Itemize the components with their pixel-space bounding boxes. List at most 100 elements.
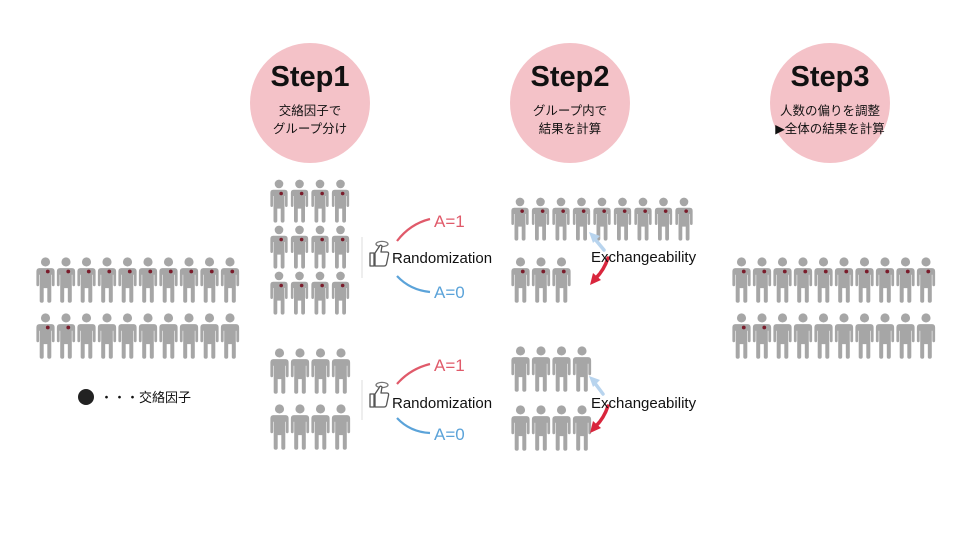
person-icon: [572, 197, 591, 241]
step2: Step2 グループ内で 結果を計算: [510, 43, 630, 163]
arm-label-treated: A=1: [434, 356, 465, 375]
person-icon: [511, 197, 529, 241]
confounder-dot: [299, 237, 304, 242]
arm-curve-treated: [396, 362, 431, 385]
person-icon: [270, 225, 288, 269]
randomization-label: Randomization: [392, 250, 492, 267]
confounder-dot: [762, 325, 767, 330]
confounder-dot: [279, 191, 283, 196]
person-icon: [531, 257, 551, 303]
person-icon: [331, 271, 350, 315]
exchangeability-lower: Exchangeability: [589, 376, 697, 433]
step2-title: Step2: [531, 61, 610, 93]
confounder-dot: [561, 209, 565, 213]
exchangeability-label: Exchangeability: [591, 395, 697, 412]
step2-line2: 結果を計算: [539, 121, 602, 136]
confounder-dot: [823, 269, 828, 274]
confounder-dot: [45, 269, 50, 274]
exchange-arrowhead-dark: [590, 421, 601, 433]
thumbs-up-icon: [369, 244, 390, 267]
confounder-dot: [340, 283, 345, 288]
person-icon: [36, 313, 55, 359]
person-icon: [270, 271, 288, 315]
confounder-dot: [581, 209, 586, 213]
confounder-dot: [66, 325, 71, 330]
step1-line2: グループ分け: [273, 121, 347, 136]
person-icon: [220, 257, 240, 303]
arm-curve-control: [396, 417, 431, 435]
confounder-dot: [926, 269, 931, 274]
person-icon: [552, 197, 570, 241]
confounder-dot: [782, 269, 787, 274]
person-icon: [331, 348, 351, 394]
person-icon: [814, 257, 833, 303]
person-icon: [793, 313, 813, 359]
randomization-label: Randomization: [392, 395, 492, 412]
person-icon: [916, 257, 936, 303]
person-icon: [916, 313, 936, 359]
arm-label-treated: A=1: [434, 212, 465, 231]
person-icon: [97, 257, 117, 303]
person-icon: [814, 313, 833, 359]
person-icon: [834, 257, 854, 303]
person-icon: [179, 257, 199, 303]
legend-text: ・・・交絡因子: [100, 390, 191, 406]
person-icon: [290, 179, 309, 223]
confounder-dot: [299, 191, 304, 196]
person-icon: [270, 348, 289, 394]
person-icon: [311, 179, 329, 223]
person-icon: [331, 404, 351, 450]
upper-control-group: [511, 257, 571, 303]
person-icon: [875, 313, 895, 359]
confounder-dot: [762, 269, 767, 274]
person-icon: [311, 404, 330, 450]
lower-treated-group: [511, 346, 592, 392]
step2-circle: [510, 43, 630, 163]
person-icon: [311, 271, 329, 315]
step3-line1: 人数の偏りを調整: [780, 103, 881, 118]
confounder-dot: [148, 269, 153, 274]
person-icon: [752, 313, 772, 359]
confounder-dot: [741, 325, 746, 330]
step3-title: Step3: [791, 61, 870, 93]
person-icon: [118, 313, 137, 359]
confounder-dot: [540, 209, 545, 213]
person-icon: [311, 225, 329, 269]
step1-circle: [250, 43, 370, 163]
confounder-dot: [189, 269, 194, 274]
confounder-dot: [340, 191, 345, 196]
person-icon: [613, 197, 632, 241]
confounder-dot: [622, 209, 627, 213]
legend: ・・・交絡因子: [78, 389, 191, 406]
stratum-upper-group: [270, 179, 350, 315]
person-icon: [270, 179, 288, 223]
confounder-dot: [643, 209, 647, 213]
arm-curve-treated: [396, 217, 431, 242]
confounder-dot: [844, 269, 849, 274]
person-icon: [896, 257, 915, 303]
randomization-upper: Randomization A=1 A=0: [361, 212, 492, 302]
person-icon: [511, 346, 530, 392]
person-icon: [138, 257, 158, 303]
confounder-dot: [663, 209, 668, 213]
confounder-dot: [602, 209, 606, 213]
person-icon: [159, 257, 178, 303]
step1-title: Step1: [271, 61, 350, 93]
person-icon: [732, 257, 751, 303]
person-icon: [290, 404, 310, 450]
person-icon: [773, 257, 792, 303]
confounder-dot: [561, 269, 566, 274]
person-icon: [552, 257, 571, 303]
confounder-dot: [864, 269, 869, 274]
person-icon: [290, 348, 310, 394]
arm-curve-control: [396, 275, 431, 294]
confounder-dot: [684, 209, 688, 213]
person-icon: [531, 197, 550, 241]
person-icon: [200, 313, 219, 359]
person-icon: [331, 179, 350, 223]
exchange-arrow-dark: [594, 404, 610, 428]
confounder-dot: [541, 269, 546, 274]
step3: Step3 人数の偏りを調整 ▶全体の結果を計算: [770, 43, 890, 163]
person-icon: [77, 257, 96, 303]
